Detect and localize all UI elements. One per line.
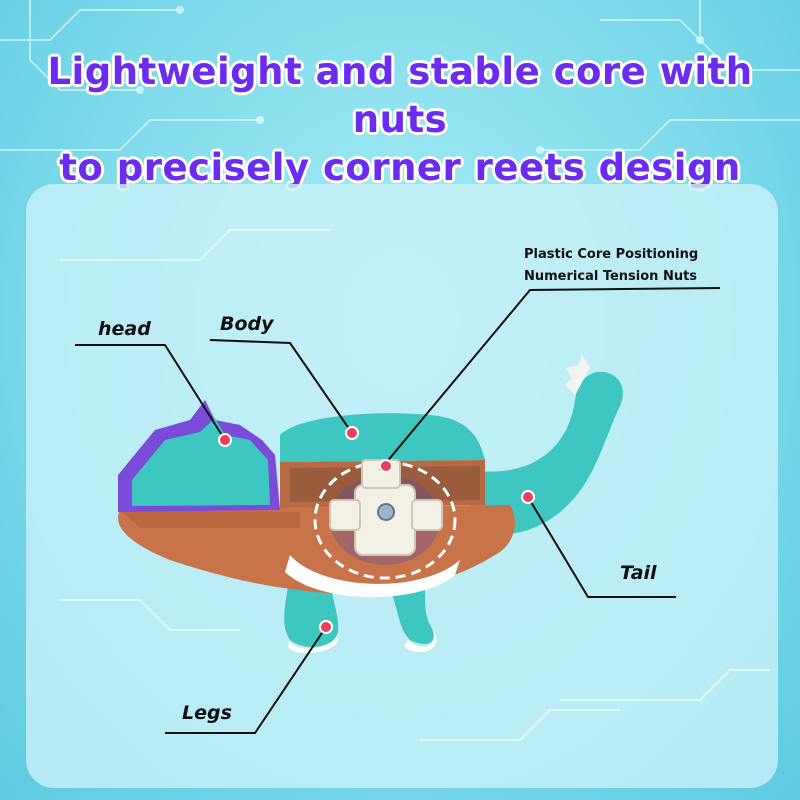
core-cutaway-ring: [313, 460, 457, 580]
callout-tail: Tail: [620, 562, 657, 584]
tail-spikes: [565, 355, 590, 395]
headline-line-2: to precisely corner reets design: [59, 146, 741, 189]
leader-line-legs: [165, 626, 327, 734]
marker-body: [345, 426, 359, 440]
headline-line-1: Lightweight and stable core with nuts: [47, 50, 753, 141]
tension-nut: [377, 503, 395, 521]
marker-head: [218, 433, 232, 447]
marker-legs: [319, 620, 333, 634]
leader-line-core: [379, 287, 721, 471]
marker-core: [379, 459, 393, 473]
callout-body: Body: [220, 313, 274, 335]
callout-legs: Legs: [182, 702, 232, 724]
teal-back: [280, 413, 485, 462]
callout-core-line-2: Numerical Tension Nuts: [524, 269, 698, 284]
leader-line-tail: [527, 496, 676, 598]
headline: Lightweight and stable core with nuts to…: [0, 48, 800, 192]
leader-line-body: [209, 339, 353, 434]
callout-core: Plastic Core Positioning Numerical Tensi…: [524, 244, 698, 288]
belly-plate: [285, 555, 460, 598]
callout-head: head: [98, 318, 151, 340]
leader-line-head: [75, 344, 226, 441]
marker-tail: [521, 490, 535, 504]
tail-shape: [470, 371, 623, 535]
callout-core-line-1: Plastic Core Positioning: [524, 247, 699, 262]
